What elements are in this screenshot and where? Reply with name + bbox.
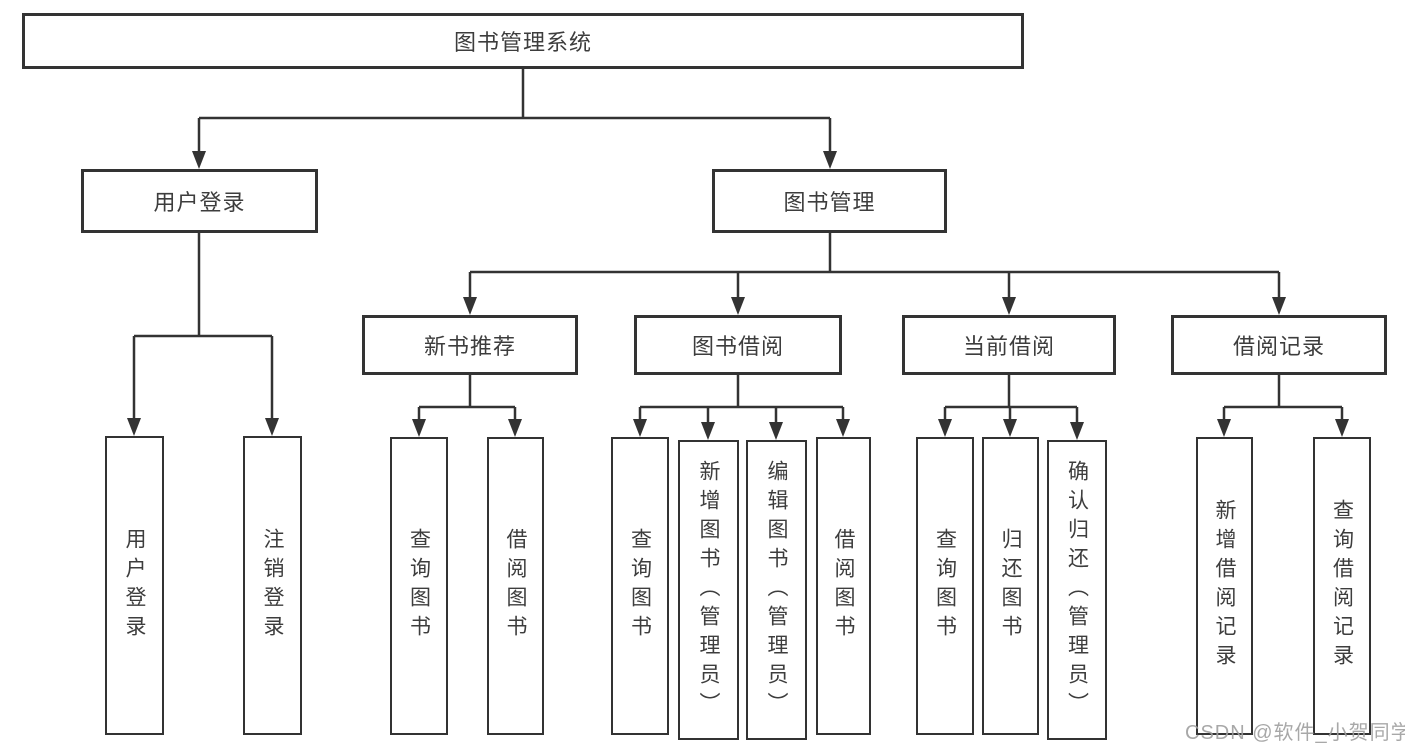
leaf-label: 查询图书 [407,528,431,644]
leaf-label: 新增图书（管理员） [697,459,720,721]
node-label: 当前借阅 [962,334,1055,359]
node-label: 图书管理 [783,190,876,215]
leaf-add-borrow-record: 新增借阅记录 [1196,437,1253,735]
leaf-label: 查询图书 [628,528,652,644]
node-new-book-recommend: 新书推荐 [362,315,578,375]
node-current-borrowing: 当前借阅 [902,315,1116,375]
leaf-query-books-borrowing: 查询图书 [611,437,669,735]
leaf-label: 用户登录 [123,527,146,644]
leaf-label: 查询借阅记录 [1330,499,1354,673]
leaf-user-login: 用户登录 [105,436,164,735]
node-book-borrowing: 图书借阅 [634,315,842,375]
leaf-label: 新增借阅记录 [1213,499,1236,673]
leaf-add-books-admin: 新增图书（管理员） [678,440,739,740]
node-user-login: 用户登录 [81,169,318,233]
node-label: 图书借阅 [691,334,784,359]
leaf-borrow-books-recommend: 借阅图书 [487,437,544,735]
leaf-logout: 注销登录 [243,436,302,735]
csdn-watermark: CSDN @软件_小贺同学 [1185,722,1405,744]
leaf-borrow-books: 借阅图书 [816,437,871,735]
leaf-label: 查询图书 [933,528,957,644]
leaf-label: 编辑图书（管理员） [765,459,788,721]
leaf-label: 归还图书 [999,528,1022,644]
node-label: 图书管理系统 [453,30,592,55]
node-library-management-system: 图书管理系统 [22,13,1024,69]
leaf-label: 确认归还（管理员） [1065,459,1089,721]
leaf-query-books-current: 查询图书 [916,437,974,735]
node-book-management: 图书管理 [712,169,947,233]
leaf-query-borrow-record: 查询借阅记录 [1313,437,1371,735]
leaf-label: 借阅图书 [832,528,855,644]
leaf-confirm-return-admin: 确认归还（管理员） [1047,440,1107,740]
leaf-query-books-recommend: 查询图书 [390,437,448,735]
node-label: 借阅记录 [1232,334,1325,359]
node-label: 用户登录 [153,190,246,215]
node-borrowing-records: 借阅记录 [1171,315,1387,375]
leaf-edit-books-admin: 编辑图书（管理员） [746,440,807,740]
node-label: 新书推荐 [423,334,516,359]
leaf-return-books: 归还图书 [982,437,1039,735]
leaf-label: 注销登录 [261,527,284,644]
leaf-label: 借阅图书 [504,528,527,644]
